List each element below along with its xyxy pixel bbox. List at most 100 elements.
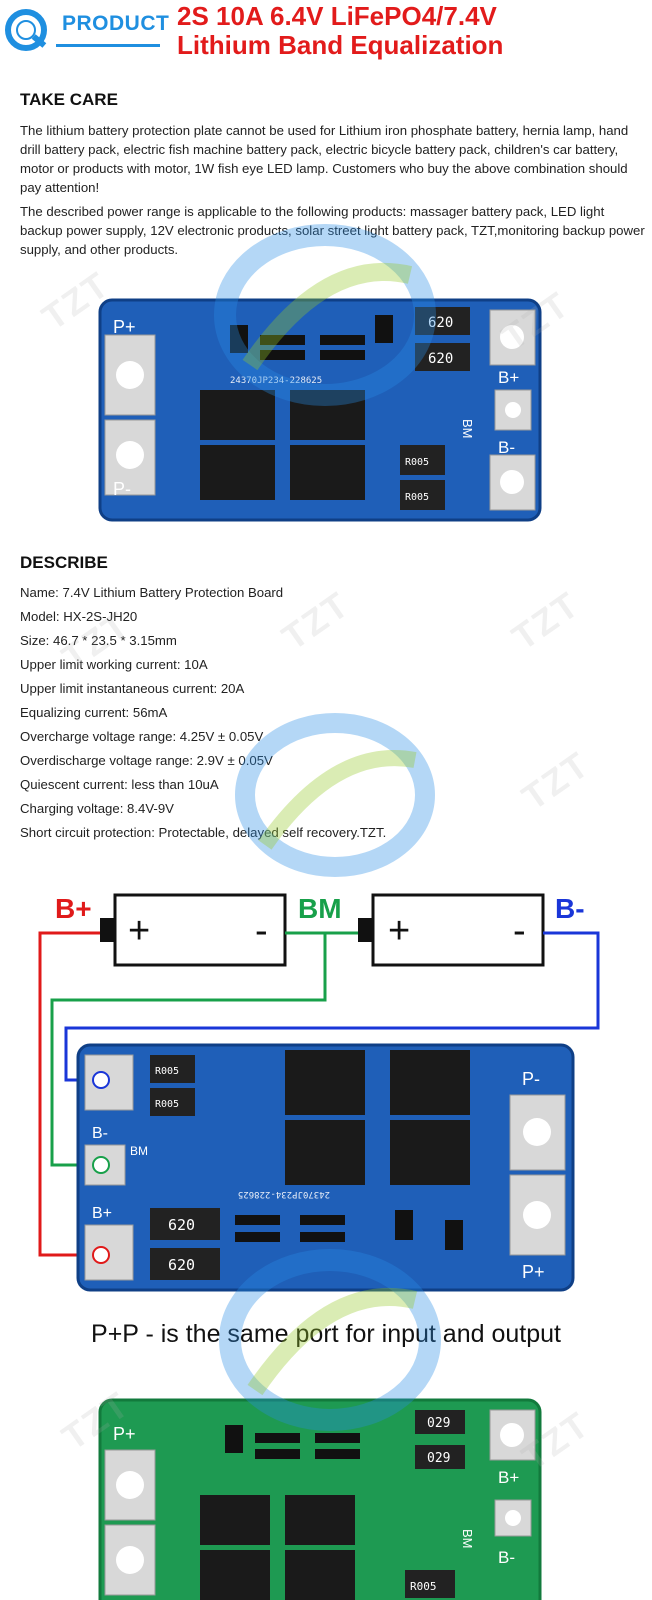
take-care-paragraph-2: The described power range is applicable … [20, 204, 645, 257]
spec-overdischarge-voltage: Overdischarge voltage range: 2.9V ± 0.05… [20, 753, 273, 768]
chip-code: 620 [428, 315, 453, 331]
pad-hole [92, 1071, 110, 1089]
spec-name: Name: 7.4V Lithium Battery Protection Bo… [20, 585, 284, 600]
mosfet-chip [200, 390, 275, 440]
protection-board-photo: P+ P- B+ BM B- 620 620 R005 R005 24370JP… [98, 298, 542, 522]
pad-label-p-minus: P- [522, 1069, 540, 1089]
mosfet-chip [200, 445, 275, 500]
pad-hole [116, 1471, 144, 1499]
wire-bm [50, 933, 327, 1167]
product-logo-icon [4, 6, 52, 54]
spec-equalizing-current: Equalizing current: 56mA [20, 705, 168, 720]
smd-component [320, 350, 365, 360]
resistor-chip [415, 307, 470, 335]
pad-p-plus [104, 1449, 156, 1521]
watermark: TZT [274, 583, 357, 659]
label-b-plus: B+ [55, 893, 92, 924]
smd-component [320, 335, 365, 345]
take-care-paragraph-1: The lithium battery protection plate can… [20, 123, 629, 195]
pad-label-bm: BM [130, 1144, 148, 1158]
pad-hole [116, 1546, 144, 1574]
watermark: TZT [514, 743, 597, 819]
pad-hole [500, 325, 524, 349]
battery-cell-2 [371, 893, 545, 967]
cell-1-plus: + [128, 910, 150, 952]
resistor-chip [150, 1055, 195, 1083]
board-code: 24370JP234-228625 [238, 1189, 330, 1199]
spec-model: Model: HX-2S-JH20 [20, 609, 138, 624]
tzt-logo-watermark-icon [219, 1249, 441, 1431]
mosfet-chip [390, 1120, 470, 1185]
ic-chip [375, 315, 393, 343]
pad-label-p-plus: P+ [522, 1262, 545, 1282]
smd-component [315, 1449, 360, 1459]
chip-code: 029 [427, 1451, 450, 1466]
mosfet-chip [285, 1050, 365, 1115]
spec-size: Size: 46.7 * 23.5 * 3.15mm [20, 633, 177, 648]
wiring-caption: P+P - is the same port for input and out… [91, 1320, 561, 1348]
pad-label-b-minus: B- [92, 1125, 108, 1142]
pad-hole [505, 1510, 521, 1526]
resistor-chip [150, 1208, 220, 1240]
tzt-logo-watermark-icon [235, 713, 435, 877]
resistor-chip [150, 1248, 220, 1280]
smd-component [300, 1215, 345, 1225]
resistor-chip [400, 445, 445, 475]
product-underline [56, 44, 160, 47]
ic-chip [395, 1210, 413, 1240]
smd-component [315, 1433, 360, 1443]
wire-b-plus [38, 931, 100, 1257]
pad-label-b-plus: B+ [498, 368, 519, 387]
green-board-photo: P+ B+ BM B- 029 029 R005 [98, 1398, 542, 1600]
spec-instantaneous-current: Upper limit instantaneous current: 20A [20, 681, 245, 696]
pad-label-p-plus: P+ [113, 317, 136, 337]
chip-code: R005 [155, 1066, 179, 1077]
cell-1-minus: - [255, 910, 268, 952]
chip-code: 620 [168, 1216, 195, 1234]
cell-2-plus: + [388, 910, 410, 952]
cell-2-minus: - [513, 910, 526, 952]
pad-label-b-plus: B+ [92, 1205, 112, 1222]
pad-label-b-plus: B+ [498, 1468, 519, 1487]
smd-component [235, 1232, 280, 1242]
spec-quiescent-current: Quiescent current: less than 10uA [20, 777, 219, 792]
spec-overcharge-voltage: Overcharge voltage range: 4.25V ± 0.05V [20, 729, 264, 744]
title-line-2: Lithium Band Equalization [177, 30, 504, 60]
pad-label-p-minus: P- [113, 479, 131, 499]
chip-code: R005 [405, 457, 429, 468]
pad-hole [500, 1423, 524, 1447]
mosfet-chip [290, 445, 365, 500]
resistor-chip [405, 1570, 455, 1598]
watermark: TZT [504, 583, 587, 659]
pad-hole [523, 1201, 551, 1229]
mosfet-chip [200, 1495, 270, 1545]
battery-cell-1-terminal [100, 918, 115, 942]
ic-chip [225, 1425, 243, 1453]
chip-code: 620 [168, 1256, 195, 1274]
smd-component [260, 350, 305, 360]
ic-chip [230, 325, 248, 353]
chip-code: R005 [155, 1099, 179, 1110]
pad-hole [116, 361, 144, 389]
chip-code: R005 [410, 1580, 437, 1593]
product-label: PRODUCT [62, 12, 170, 35]
smd-component [260, 335, 305, 345]
spec-short-circuit: Short circuit protection: Protectable, d… [20, 825, 387, 840]
battery-cell-1 [113, 893, 287, 967]
mosfet-chip [290, 390, 365, 440]
smd-component [235, 1215, 280, 1225]
resistor-chip [400, 480, 445, 510]
battery-cell-2-terminal [358, 918, 373, 942]
pad-hole [92, 1156, 110, 1174]
mosfet-chip [285, 1495, 355, 1545]
mosfet-chip [200, 1550, 270, 1600]
resistor-chip [415, 343, 470, 371]
spec-charging-voltage: Charging voltage: 8.4V-9V [20, 801, 174, 816]
mosfet-chip [285, 1550, 355, 1600]
label-bm: BM [298, 893, 342, 924]
spec-working-current: Upper limit working current: 10A [20, 657, 208, 672]
mosfet-chip [390, 1050, 470, 1115]
board-code: 24370JP234-228625 [230, 376, 322, 386]
pad-label-b-minus: B- [498, 438, 515, 457]
title-line-1: 2S 10A 6.4V LiFePO4/7.4V [177, 1, 497, 31]
